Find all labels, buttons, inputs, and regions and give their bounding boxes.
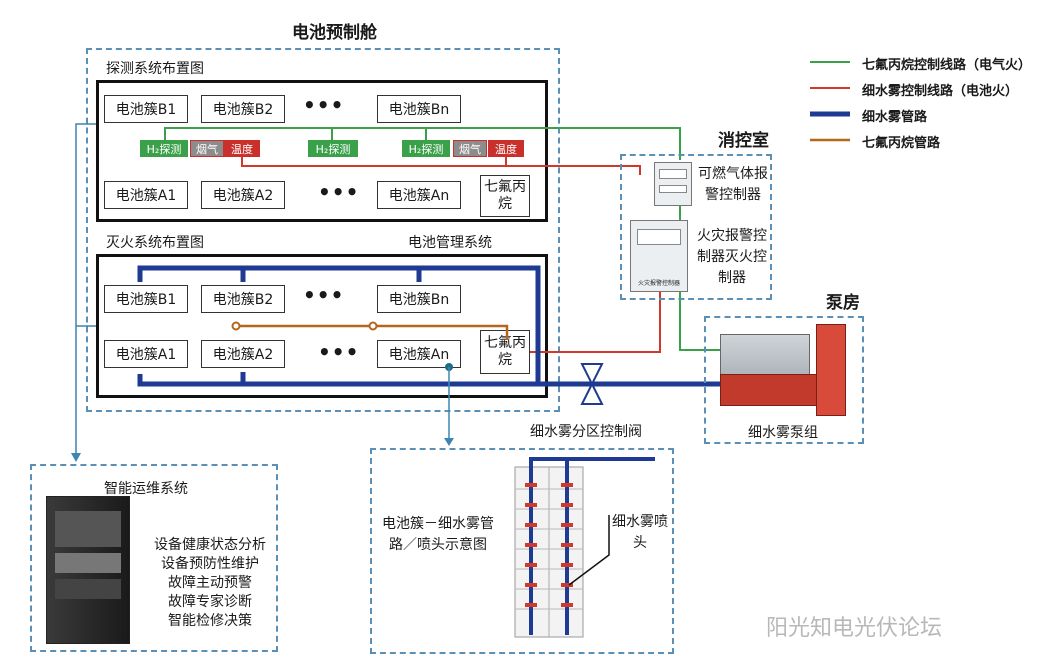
fire-cluster-b2: 电池簇B2: [201, 285, 285, 313]
fire-ellipsis-b: •••: [303, 283, 345, 307]
valve-label: 细水雾分区控制阀: [530, 424, 642, 440]
fire-frame: [96, 254, 548, 398]
fire-cluster-b1: 电池簇B1: [104, 285, 188, 313]
bms-label: 电池管理系统: [408, 235, 492, 251]
battery-cabin-frame: [86, 48, 560, 412]
mist-control-to-panel: [530, 290, 661, 353]
watermark: 阳光知电光伏论坛: [766, 616, 943, 641]
hfc-pipe-node-2: [368, 321, 378, 331]
schematic-rack: [514, 457, 655, 638]
control-room-title: 消控室: [718, 131, 769, 151]
det-ellipsis-b: •••: [303, 93, 345, 117]
det-cluster-a2: 电池簇A2: [201, 181, 285, 209]
fire-title: 灭火系统布置图: [106, 235, 204, 251]
ops-connector-1: [75, 123, 96, 455]
fire-panel-caption: 火灾报警控制器: [637, 280, 680, 287]
nozzle-label: 细水雾喷头: [612, 514, 668, 551]
fire-panel-label: 火灾报警控制器灭火控制器: [697, 228, 767, 286]
pump-caption: 细水雾泵组: [748, 425, 818, 441]
valve-top: [580, 363, 604, 387]
temp-sensor-1: 温度: [224, 140, 260, 157]
smoke-sensor-2: 烟气: [453, 140, 487, 157]
ops-item-4: 故障专家诊断: [168, 594, 252, 610]
legend-hfc-control: 七氟丙烷控制线路（电气火）: [862, 58, 1032, 73]
fire-cluster-an: 电池簇An: [377, 340, 461, 368]
fire-hfc-box: 七氟丙烷: [480, 330, 530, 374]
det-cluster-a1: 电池簇A1: [104, 181, 188, 209]
fire-cluster-bn: 电池簇Bn: [377, 285, 461, 313]
h2-sensor-2: H₂探测: [308, 140, 358, 157]
detection-frame: [96, 80, 548, 222]
legend-mist-control: 细水雾控制线路（电池火）: [862, 84, 1019, 99]
pump-room-title: 泵房: [826, 293, 860, 313]
schematic-left-label: 电池簇－细水雾管路／喷头示意图: [382, 516, 494, 553]
detection-title: 探测系统布置图: [106, 61, 204, 77]
ops-item-3: 故障主动预警: [168, 575, 252, 591]
h2-sensor-1: H₂探测: [140, 140, 188, 157]
det-hfc-box: 七氟丙烷: [480, 175, 530, 217]
ops-arrow: [71, 453, 81, 462]
pump-unit-motors: [720, 374, 818, 406]
legend-mist-pipe: 细水雾管路: [862, 110, 928, 125]
det-cluster-b2: 电池簇B2: [201, 95, 285, 123]
det-ellipsis-a: •••: [318, 180, 360, 204]
ops-title: 智能运维系统: [104, 481, 188, 497]
det-cluster-an: 电池簇An: [377, 181, 461, 209]
ops-frame: [30, 464, 278, 652]
mist-control-line: [241, 157, 641, 175]
legend-hfc-pipe: 七氟丙烷管路: [862, 136, 941, 151]
schematic-frame: [370, 448, 674, 654]
ops-item-1: 设备健康状态分析: [154, 537, 266, 553]
gas-panel-label: 可燃气体报警控制器: [698, 166, 768, 203]
pump-room-frame: [704, 316, 864, 444]
gas-panel-device: [654, 162, 692, 206]
ops-server-rack: [46, 496, 130, 644]
zone-arrow: [444, 438, 454, 446]
temp-sensor-2: 温度: [488, 140, 524, 157]
det-cluster-bn: 电池簇Bn: [377, 95, 461, 123]
ops-item-5: 智能检修决策: [168, 613, 252, 629]
cabin-title: 电池预制舱: [292, 23, 377, 43]
fire-cluster-a1: 电池簇A1: [104, 340, 188, 368]
fire-panel-device: 火灾报警控制器: [630, 220, 688, 292]
ops-item-2: 设备预防性维护: [161, 556, 259, 572]
fire-cluster-a2: 电池簇A2: [201, 340, 285, 368]
hfc-control-line: [164, 127, 681, 160]
hfc-pipe-node-1: [231, 321, 241, 331]
control-room-frame: [620, 154, 772, 300]
mist-pipe-loop: [137, 265, 541, 387]
hfc-pipe: [236, 324, 509, 340]
fire-ellipsis-a: •••: [318, 340, 360, 364]
valve-bottom: [580, 381, 604, 405]
h2-sensor-3: H₂探测: [402, 140, 450, 157]
det-cluster-b1: 电池簇B1: [104, 95, 188, 123]
smoke-sensor-1: 烟气: [190, 140, 224, 157]
pump-unit-cabinet: [816, 324, 846, 416]
